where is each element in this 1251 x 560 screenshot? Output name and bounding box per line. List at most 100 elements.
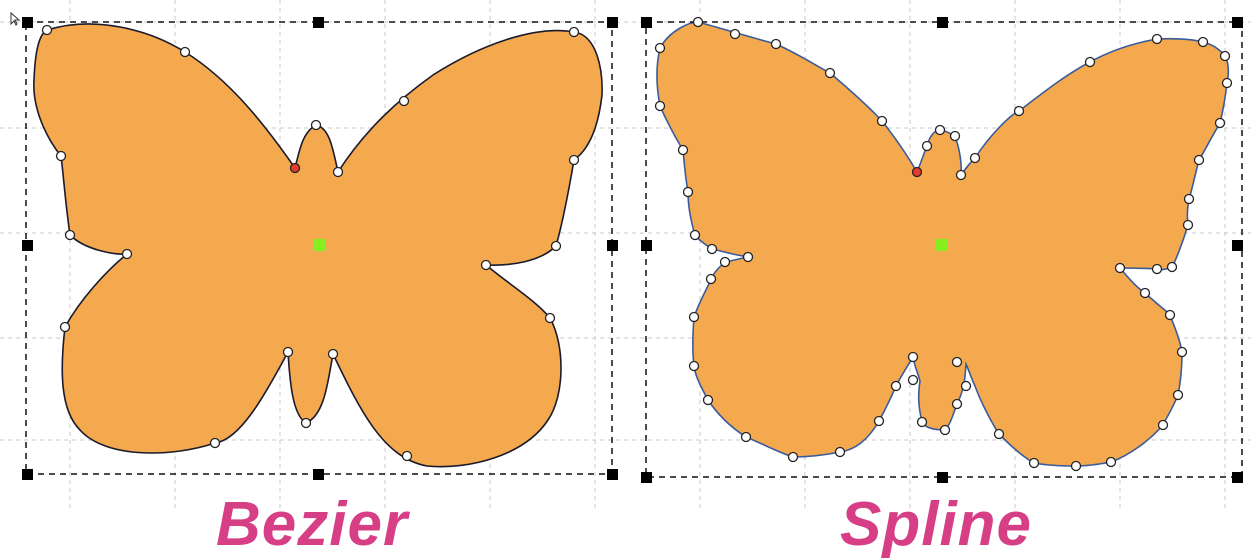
selection-handle-icon[interactable]	[641, 17, 652, 28]
selection-handle-icon[interactable]	[22, 240, 33, 251]
start-point-icon[interactable]	[291, 164, 300, 173]
control-point-icon[interactable]	[181, 48, 190, 57]
control-point-icon[interactable]	[552, 242, 561, 251]
control-point-icon[interactable]	[772, 40, 781, 49]
control-point-icon[interactable]	[708, 245, 717, 254]
control-point-icon[interactable]	[892, 382, 901, 391]
control-point-icon[interactable]	[995, 430, 1004, 439]
control-point-icon[interactable]	[1223, 79, 1232, 88]
control-point-icon[interactable]	[403, 452, 412, 461]
control-point-icon[interactable]	[1107, 458, 1116, 467]
selection-handle-icon[interactable]	[1232, 17, 1243, 28]
control-point-icon[interactable]	[1141, 289, 1150, 298]
control-point-icon[interactable]	[909, 376, 918, 385]
control-point-icon[interactable]	[211, 439, 220, 448]
control-point-icon[interactable]	[1174, 391, 1183, 400]
control-point-icon[interactable]	[1195, 156, 1204, 165]
control-point-icon[interactable]	[962, 382, 971, 391]
control-point-icon[interactable]	[1153, 35, 1162, 44]
control-point-icon[interactable]	[836, 448, 845, 457]
control-point-icon[interactable]	[953, 400, 962, 409]
control-point-icon[interactable]	[61, 323, 70, 332]
control-point-icon[interactable]	[721, 258, 730, 267]
control-point-icon[interactable]	[951, 132, 960, 141]
control-point-icon[interactable]	[694, 18, 703, 27]
control-point-icon[interactable]	[923, 142, 932, 151]
control-point-icon[interactable]	[731, 30, 740, 39]
control-point-icon[interactable]	[826, 69, 835, 78]
selection-handle-icon[interactable]	[607, 17, 618, 28]
control-point-icon[interactable]	[1166, 311, 1175, 320]
control-point-icon[interactable]	[400, 97, 409, 106]
control-point-icon[interactable]	[789, 453, 798, 462]
selection-handle-icon[interactable]	[937, 472, 948, 483]
selection-handle-icon[interactable]	[641, 240, 652, 251]
selection-handle-icon[interactable]	[313, 17, 324, 28]
control-point-icon[interactable]	[1159, 421, 1168, 430]
selection-handle-icon[interactable]	[22, 17, 33, 28]
center-point-icon[interactable]	[936, 239, 948, 251]
control-point-icon[interactable]	[875, 417, 884, 426]
spline-panel	[641, 17, 1243, 483]
control-point-icon[interactable]	[742, 433, 751, 442]
control-point-icon[interactable]	[684, 188, 693, 197]
selection-handle-icon[interactable]	[607, 469, 618, 480]
control-point-icon[interactable]	[334, 168, 343, 177]
control-point-icon[interactable]	[878, 117, 887, 126]
control-point-icon[interactable]	[936, 126, 945, 135]
selection-handle-icon[interactable]	[22, 469, 33, 480]
control-point-icon[interactable]	[57, 152, 66, 161]
control-point-icon[interactable]	[953, 358, 962, 367]
selection-handle-icon[interactable]	[1232, 472, 1243, 483]
control-point-icon[interactable]	[690, 362, 699, 371]
control-point-icon[interactable]	[1030, 459, 1039, 468]
control-point-icon[interactable]	[570, 28, 579, 37]
control-point-icon[interactable]	[704, 396, 713, 405]
control-point-icon[interactable]	[707, 275, 716, 284]
control-point-icon[interactable]	[1221, 52, 1230, 61]
selection-handle-icon[interactable]	[937, 17, 948, 28]
control-point-icon[interactable]	[302, 419, 311, 428]
control-point-icon[interactable]	[1184, 221, 1193, 230]
cursor-arrow-icon	[11, 13, 19, 25]
control-point-icon[interactable]	[679, 146, 688, 155]
control-point-icon[interactable]	[957, 171, 966, 180]
control-point-icon[interactable]	[941, 426, 950, 435]
control-point-icon[interactable]	[1072, 462, 1081, 471]
control-point-icon[interactable]	[1216, 119, 1225, 128]
control-point-icon[interactable]	[43, 26, 52, 35]
control-point-icon[interactable]	[1199, 38, 1208, 47]
control-point-icon[interactable]	[1178, 348, 1187, 357]
control-point-icon[interactable]	[284, 348, 293, 357]
control-point-icon[interactable]	[1015, 107, 1024, 116]
selection-handle-icon[interactable]	[313, 469, 324, 480]
control-point-icon[interactable]	[570, 156, 579, 165]
control-point-icon[interactable]	[1168, 263, 1177, 272]
control-point-icon[interactable]	[918, 418, 927, 427]
control-point-icon[interactable]	[656, 44, 665, 53]
control-point-icon[interactable]	[329, 350, 338, 359]
control-point-icon[interactable]	[690, 313, 699, 322]
control-point-icon[interactable]	[656, 102, 665, 111]
control-point-icon[interactable]	[1086, 58, 1095, 67]
control-point-icon[interactable]	[971, 154, 980, 163]
start-point-icon[interactable]	[913, 168, 922, 177]
control-point-icon[interactable]	[1153, 265, 1162, 274]
control-point-icon[interactable]	[691, 231, 700, 240]
selection-handle-icon[interactable]	[641, 472, 652, 483]
control-point-icon[interactable]	[744, 253, 753, 262]
bezier-panel	[22, 17, 618, 480]
spline-caption: Spline	[840, 490, 1032, 560]
selection-handle-icon[interactable]	[1232, 240, 1243, 251]
control-point-icon[interactable]	[123, 250, 132, 259]
control-point-icon[interactable]	[546, 314, 555, 323]
control-point-icon[interactable]	[312, 121, 321, 130]
control-point-icon[interactable]	[66, 231, 75, 240]
selection-handle-icon[interactable]	[607, 240, 618, 251]
control-point-icon[interactable]	[909, 353, 918, 362]
control-point-icon[interactable]	[482, 261, 491, 270]
control-point-icon[interactable]	[1116, 264, 1125, 273]
center-point-icon[interactable]	[313, 239, 325, 251]
control-point-icon[interactable]	[1185, 195, 1194, 204]
